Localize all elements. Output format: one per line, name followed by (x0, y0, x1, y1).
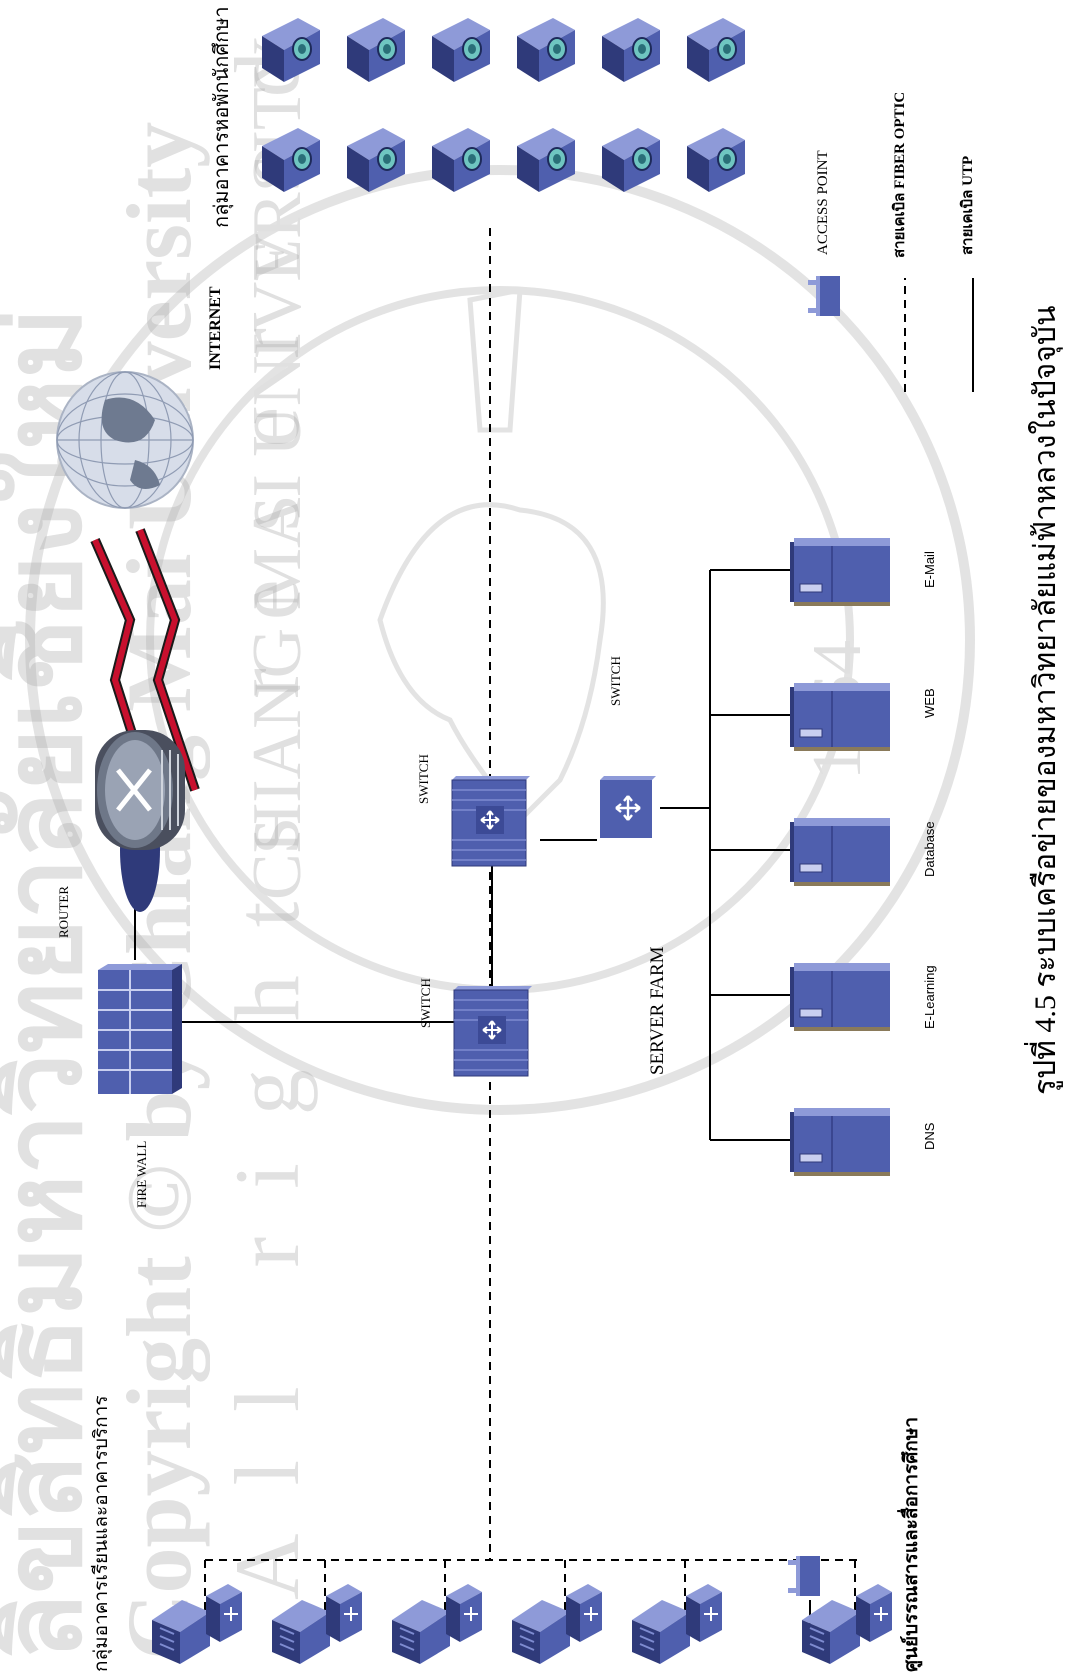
router-icon (95, 730, 185, 912)
dorm-building-icon (601, 127, 661, 193)
legend-utp-label: สายเคเบิล UTP (958, 156, 976, 255)
seal-outer-ring (25, 165, 975, 1115)
firewall-icon (98, 964, 182, 1094)
server-switch-icon (598, 774, 658, 840)
internet-label: INTERNET (207, 286, 224, 370)
campus-building-icon (511, 1583, 603, 1665)
dorm-building-icon (431, 17, 491, 83)
campus-building-icon (391, 1583, 483, 1665)
elearning-server-label: E-Learning (922, 965, 937, 1029)
dorm-building-icon (516, 127, 576, 193)
dorm-building-icon (601, 17, 661, 83)
elearning-server-icon (789, 962, 891, 1032)
dorm-building-icon (431, 127, 491, 193)
labels: กลุ่มอาคารหอพักนักศึกษา INTERNET ROUTER … (56, 6, 1064, 1672)
main-switch-icon (453, 985, 533, 1077)
upper-switch-icon (451, 775, 531, 867)
server-switch-label: SWITCH (608, 656, 623, 706)
watermark-line-copyright: Copyright © by Chiang Mai University (108, 122, 210, 1660)
legend-fiber-label: สายเคเบิล FIBER OPTIC (890, 92, 908, 258)
campus-building-icon (631, 1583, 723, 1665)
seal-elephant (377, 502, 606, 824)
library-label: ศูนย์บรรณสารและสื่อการศึกษา (897, 1417, 923, 1672)
dorm-building-icon (346, 17, 406, 83)
server-farm-label: SERVER FARM (647, 946, 668, 1075)
watermark-line-rights: All rights reserved (216, 3, 318, 1600)
email-server-label: E-Mail (922, 551, 937, 588)
router-label: ROUTER (56, 886, 71, 938)
firewall-label: FIRE WALL (134, 1141, 149, 1208)
dns-server-icon (789, 1107, 891, 1177)
seal-torch (467, 286, 523, 433)
cables (134, 228, 862, 1640)
database-server-label: Database (922, 821, 937, 877)
database-server-icon (789, 817, 891, 887)
legend-access-point-label: ACCESS POINT (815, 150, 831, 255)
academic-group-label: กลุ่มอาคารเรียนและอาคารบริการ (90, 1395, 113, 1672)
legend-access-point-icon (808, 276, 840, 316)
upper-switch-label: SWITCH (416, 754, 431, 804)
dorm-building-icon (516, 17, 576, 83)
web-server-label: WEB (922, 688, 937, 718)
dorm-building-icon (686, 17, 746, 83)
library-access-point-icon (788, 1556, 820, 1596)
dorm-group-label: กลุ่มอาคารหอพักนักศึกษา (211, 6, 234, 228)
dns-server-label: DNS (922, 1122, 937, 1150)
dorm-building-icon (686, 127, 746, 193)
watermark-line-thai: ลิขสิทธิ์มหาวิทยาลัยเชียงใหม่ (0, 307, 104, 1660)
web-server-icon (789, 682, 891, 752)
figure-caption: รูปที่ 4.5 ระบบเครือข่ายของมหาวิทยาลัยแม… (1024, 306, 1064, 1095)
email-server-icon (789, 537, 891, 607)
main-switch-label: SWITCH (418, 978, 433, 1028)
internet-globe-icon (56, 371, 194, 509)
